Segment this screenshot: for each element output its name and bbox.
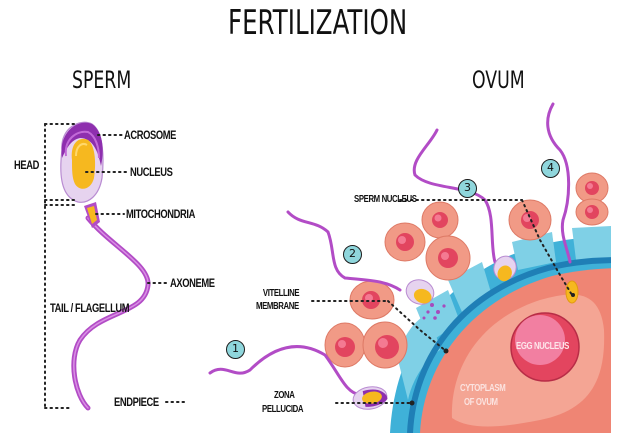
- label-cytoplasm-line2: OF OVUM: [464, 397, 498, 408]
- label-endpiece: ENDPIECE: [114, 395, 159, 409]
- label-nucleus: NUCLEUS: [130, 165, 173, 179]
- ovum-illustration: [208, 102, 611, 433]
- page-title: FERTILIZATION: [228, 3, 408, 43]
- label-acrosome: ACROSOME: [124, 128, 177, 142]
- label-tail-flagellum: TAIL / FLAGELLUM: [50, 301, 130, 315]
- label-vitelline-line1: VITELLINE: [262, 288, 300, 299]
- label-axoneme: AXONEME: [170, 276, 215, 290]
- corona-cells: [324, 172, 609, 369]
- acrosome-enzymes: [422, 303, 446, 320]
- label-sperm-nucleus: SPERM NUCLEUS: [354, 194, 417, 205]
- ovum-section-heading: OVUM: [472, 66, 525, 94]
- label-zona-pellucida: ZONA PELLUCIDA: [262, 391, 312, 415]
- sperm-section-heading: SPERM: [72, 66, 132, 94]
- label-zona-line2: PELLUCIDA: [262, 404, 304, 415]
- sperm-illustration: [44, 121, 189, 411]
- label-vitelline-membrane: VITELLINE MEMBRANE: [256, 289, 310, 312]
- step-badge-2: 2: [343, 245, 362, 264]
- label-egg-nucleus: EGG NUCLEUS: [516, 341, 569, 352]
- step-badge-1: 1: [226, 340, 245, 359]
- step-badge-3: 3: [458, 179, 477, 198]
- label-mitochondria: MITOCHONDRIA: [126, 207, 195, 221]
- label-cytoplasm-of-ovum: CYTOPLASM OF OVUM: [460, 384, 518, 408]
- label-cytoplasm-line1: CYTOPLASM: [460, 383, 506, 394]
- label-zona-line1: ZONA: [274, 390, 295, 401]
- label-head: HEAD: [14, 158, 39, 172]
- step-badge-4: 4: [541, 159, 560, 178]
- label-vitelline-line2: MEMBRANE: [256, 301, 299, 312]
